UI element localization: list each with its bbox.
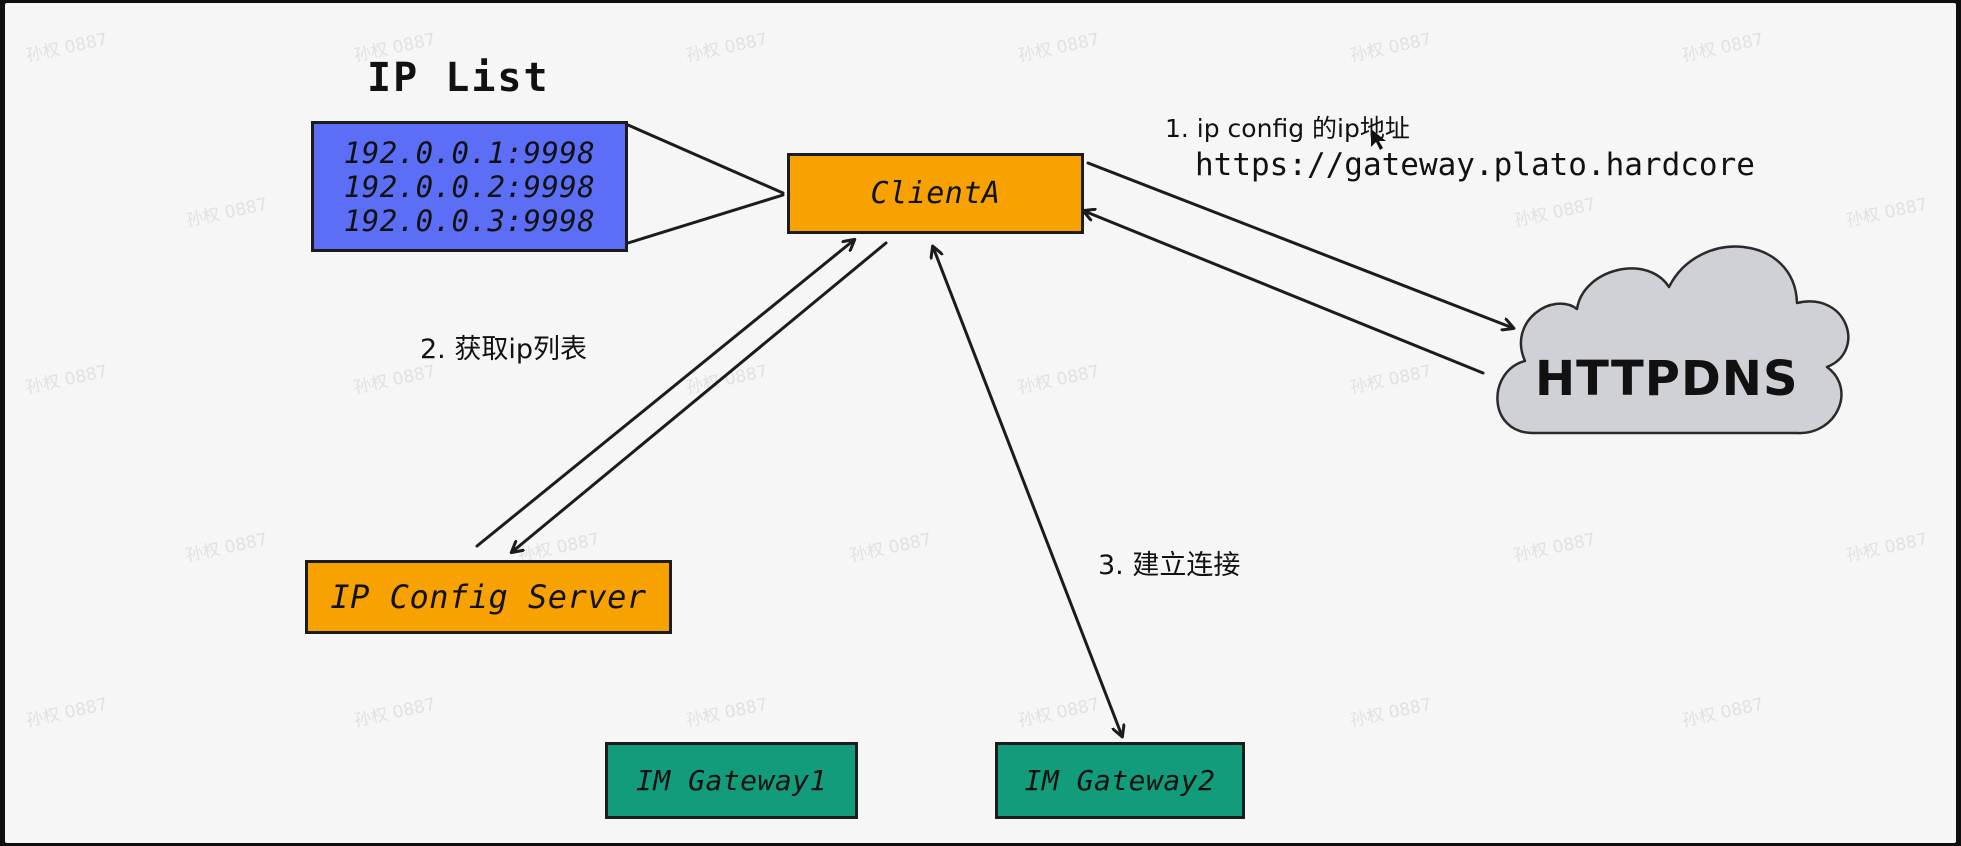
client-label: ClientA (870, 176, 1001, 211)
ip-config-server-label: IP Config Server (330, 578, 647, 616)
arrow-ipconfig-to-client (475, 240, 854, 548)
cloud-icon (1496, 245, 1850, 435)
ip-config-server-node: IP Config Server (305, 560, 672, 634)
connector-layer (475, 123, 1850, 843)
im-gateway1-label: IM Gateway1 (636, 764, 827, 797)
ip-list-entry: 192.0.0.1:9998 (343, 135, 596, 170)
arrow-httpdns-to-client (1084, 211, 1485, 375)
diagram-canvas: 孙权 0887 孙权 0887 孙权 0887 孙权 0887 孙权 0887 … (5, 3, 1956, 843)
iplist-connector-bottom (626, 193, 785, 245)
client-node: ClientA (787, 153, 1084, 234)
arrow-client-to-ipconfig (512, 241, 888, 552)
step1-url: https://gateway.plato.hardcore (1195, 147, 1755, 183)
ip-list-entry: 192.0.0.2:9998 (343, 169, 596, 204)
step3-label: 3. 建立连接 (1098, 550, 1241, 581)
arrow-client-gateway2 (933, 247, 1122, 736)
ip-list-entry: 192.0.0.3:9998 (343, 203, 596, 238)
arrow-client-to-httpdns (1086, 161, 1513, 328)
im-gateway1-node: IM Gateway1 (605, 742, 858, 819)
cursor-icon (1371, 129, 1386, 150)
iplist-connector-top (626, 123, 785, 195)
ip-list-box: 192.0.0.1:9998 192.0.0.2:9998 192.0.0.3:… (311, 121, 628, 252)
im-gateway2-label: IM Gateway2 (1024, 764, 1216, 797)
step1-label: 1. ip config 的ip地址 (1165, 114, 1410, 143)
im-gateway2-node: IM Gateway2 (995, 742, 1245, 819)
ip-list-title: IP List (367, 55, 550, 101)
httpdns-label: HTTPDNS (1535, 351, 1799, 407)
step2-label: 2. 获取ip列表 (420, 334, 587, 365)
